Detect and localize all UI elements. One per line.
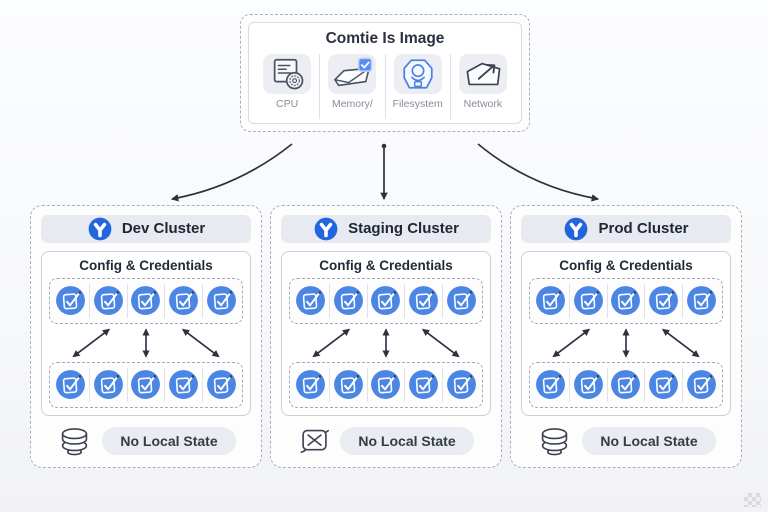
config-check-icon: [203, 368, 240, 402]
cluster-title: Staging Cluster: [348, 220, 459, 238]
component-cpu: CPU: [255, 54, 321, 119]
cluster-helm-icon: [563, 216, 589, 242]
cluster-footer: No Local State: [281, 425, 491, 458]
config-check-icon: [330, 367, 368, 402]
config-check-icon: [683, 284, 720, 318]
no-local-state-badge: No Local State: [102, 427, 236, 456]
network-icon: [458, 54, 507, 94]
config-row-top: [289, 277, 483, 324]
config-check-icon: [532, 367, 570, 402]
config-check-icon: [90, 367, 128, 402]
cluster-footer: No Local State: [521, 425, 731, 458]
config-check-icon: [443, 284, 480, 318]
config-check-icon: [443, 368, 480, 402]
config-check-icon: [52, 367, 90, 402]
component-label: Network: [463, 98, 503, 110]
cluster-title: Prod Cluster: [598, 220, 689, 238]
config-check-icon: [90, 283, 128, 318]
no-local-state-badge: No Local State: [582, 427, 716, 456]
component-memory: Memory/: [320, 54, 386, 119]
config-check-icon: [645, 367, 684, 402]
memory-icon: [328, 54, 377, 94]
config-check-icon: [608, 367, 646, 402]
config-credentials-title: Config & Credentials: [559, 257, 693, 273]
sync-arrows: [289, 324, 483, 362]
config-check-icon: [165, 367, 204, 402]
config-check-icon: [203, 284, 240, 318]
component-filesystem: Filesystem: [386, 54, 451, 119]
config-row-top: [49, 277, 243, 324]
prod-cluster-card: Prod Cluster Config & Credentials No Loc…: [510, 205, 742, 468]
cpu-icon: [263, 54, 312, 94]
staging-cluster-card: Staging Cluster Config & Credentials No …: [270, 205, 502, 468]
no-mailbox-icon: [298, 426, 331, 457]
config-check-icon: [165, 283, 204, 318]
config-check-icon: [570, 367, 608, 402]
config-check-icon: [292, 367, 330, 402]
config-check-icon: [128, 283, 166, 318]
cluster-helm-icon: [313, 216, 339, 242]
config-check-icon: [128, 367, 166, 402]
image-box-title: Comtie Is Image: [325, 30, 445, 47]
cluster-title: Dev Cluster: [121, 220, 206, 238]
config-credentials-title: Config & Credentials: [79, 257, 213, 273]
config-row-bottom: [289, 361, 483, 408]
sync-arrows: [49, 324, 243, 362]
component-network: Network: [451, 54, 515, 119]
config-credentials-title: Config & Credentials: [319, 257, 453, 273]
config-row-bottom: [529, 361, 723, 408]
container-image-panel: Comtie Is Image CPU Memory/ Filesystem N…: [248, 22, 522, 124]
config-check-icon: [52, 283, 90, 318]
config-check-icon: [368, 283, 406, 318]
config-check-icon: [330, 283, 368, 318]
watermark-artifact: [744, 493, 761, 507]
config-check-icon: [405, 283, 444, 318]
image-components-row: CPU Memory/ Filesystem Network: [255, 54, 515, 119]
config-check-icon: [683, 368, 720, 402]
sync-arrows: [529, 324, 723, 362]
component-label: Filesystem: [392, 98, 443, 110]
config-credentials-box: Config & Credentials: [521, 250, 731, 416]
config-row-bottom: [49, 361, 243, 408]
config-check-icon: [645, 283, 684, 318]
config-check-icon: [532, 283, 570, 318]
config-row-top: [529, 277, 723, 324]
filesystem-icon: [393, 54, 442, 94]
cluster-footer: No Local State: [41, 425, 251, 458]
staging-cluster-header: Staging Cluster: [281, 215, 491, 243]
config-check-icon: [570, 283, 608, 318]
container-image-box: Comtie Is Image CPU Memory/ Filesystem N…: [240, 14, 530, 132]
database-icon: [56, 425, 93, 458]
component-label: Memory/: [331, 98, 373, 110]
config-check-icon: [292, 283, 330, 318]
component-label: CPU: [276, 98, 299, 110]
config-check-icon: [405, 367, 444, 402]
dev-cluster-header: Dev Cluster: [41, 215, 251, 243]
no-local-state-badge: No Local State: [340, 427, 474, 456]
database-icon: [536, 425, 573, 458]
config-check-icon: [368, 367, 406, 402]
cluster-helm-icon: [87, 216, 113, 242]
dev-cluster-card: Dev Cluster Config & Credentials No Loca…: [30, 205, 262, 468]
prod-cluster-header: Prod Cluster: [521, 215, 731, 243]
config-check-icon: [608, 283, 646, 318]
config-credentials-box: Config & Credentials: [41, 250, 251, 416]
config-credentials-box: Config & Credentials: [281, 250, 491, 416]
